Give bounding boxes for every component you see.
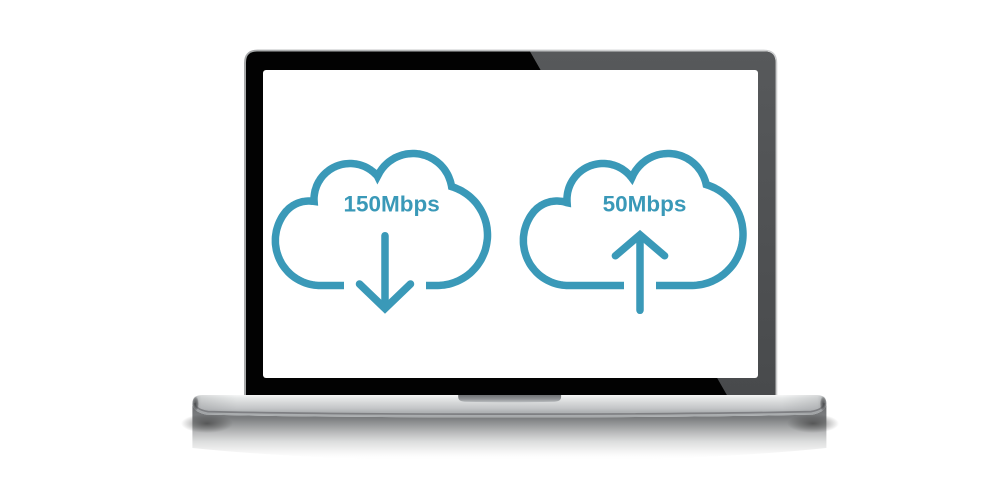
- svg-text:50Mbps: 50Mbps: [603, 192, 687, 217]
- svg-text:150Mbps: 150Mbps: [343, 192, 439, 217]
